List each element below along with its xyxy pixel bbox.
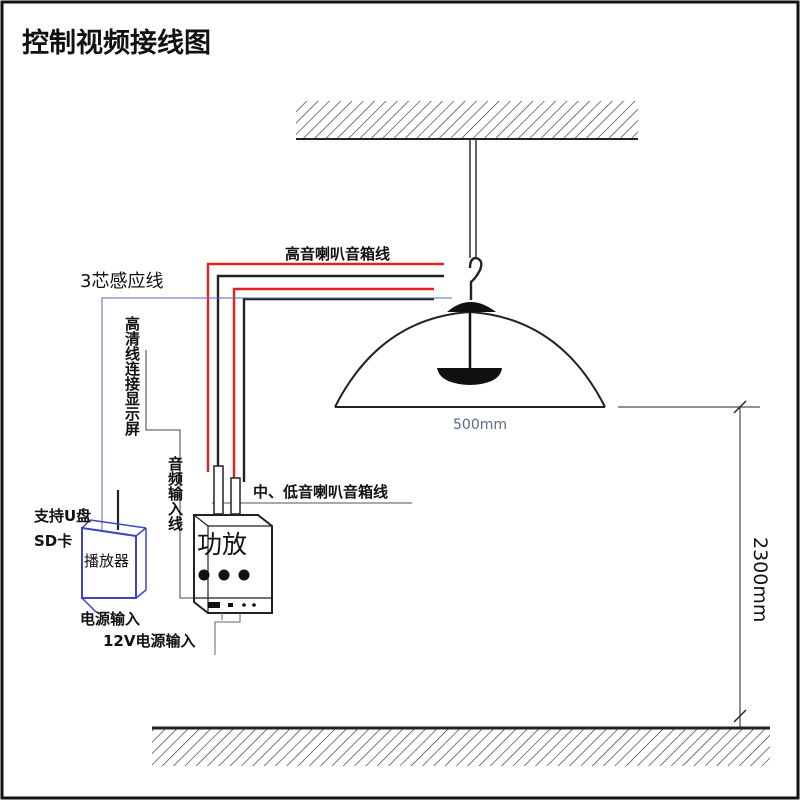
hd-display-line-label: 高清线连接显示屏 [123, 315, 141, 437]
sd-card-label: SD卡 [34, 532, 72, 550]
amp-power-label: 12V电源输入 [103, 632, 195, 650]
amplifier-label: 功放 [197, 530, 247, 559]
hanging-rod [469, 139, 477, 258]
height-dimension-lines [618, 400, 760, 728]
treble-speaker-label: 高音喇叭音箱线 [285, 245, 390, 263]
mid-bass-speaker-label: 中、低音喇叭音箱线 [253, 483, 388, 501]
amp-knob-1 [198, 569, 210, 581]
amp-knob-2 [218, 569, 230, 581]
player-label: 播放器 [84, 552, 129, 570]
player-box [81, 519, 147, 613]
floor [152, 726, 770, 766]
amplifier-box [193, 514, 273, 614]
hd-line-wire [145, 350, 195, 599]
diagram-title: 控制视频接线图 [22, 28, 211, 59]
sensor-wire [101, 297, 452, 534]
amp-knob-3 [238, 569, 250, 581]
amp-connectors [213, 465, 241, 515]
player-power-label: 电源输入 [80, 610, 140, 628]
audio-input-line-label: 音频输入线 [166, 455, 184, 532]
lamp-width-dimension: 500mm [453, 417, 507, 433]
sensor-wire-label: 3芯感应线 [80, 271, 163, 292]
ceiling [296, 101, 638, 140]
support-usb-label: 支持U盘 [33, 507, 91, 525]
lamp-shade [334, 302, 606, 408]
amp-power-wire [214, 613, 241, 655]
treble-speaker-wires [206, 262, 444, 482]
hook-icon [468, 256, 483, 300]
install-height-dimension: 2300mm [749, 537, 771, 622]
